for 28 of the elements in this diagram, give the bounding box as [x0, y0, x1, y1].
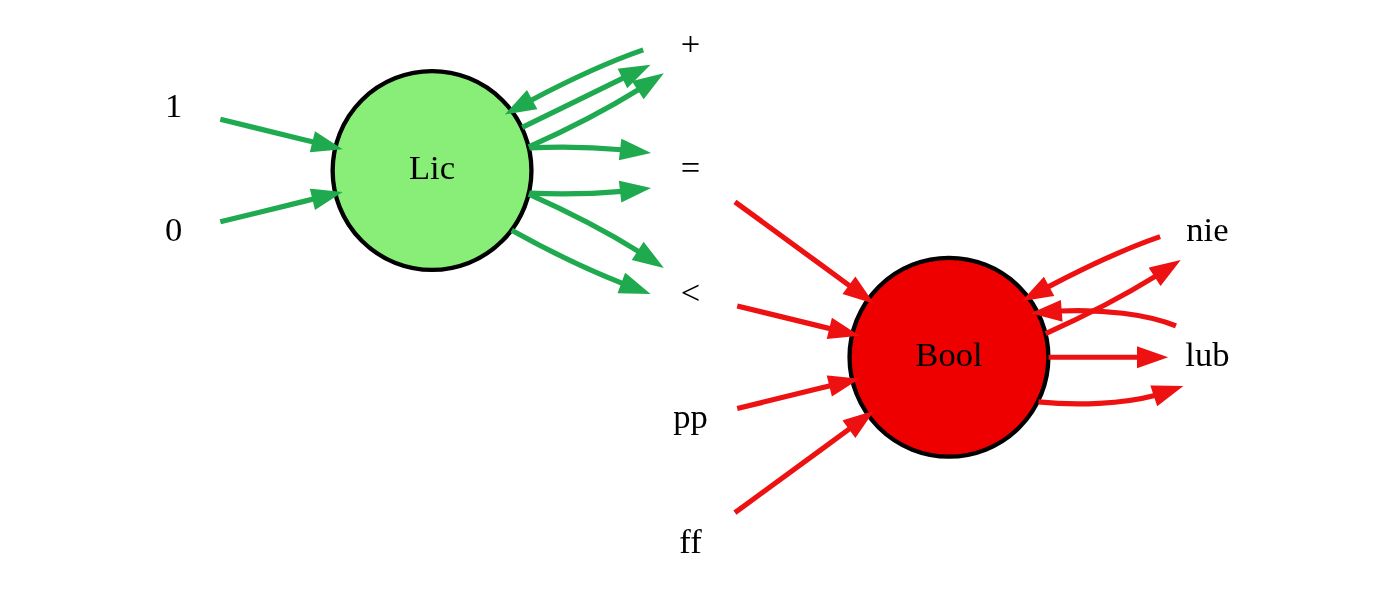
arrow: [1021, 234, 1161, 302]
node-text: nie: [1186, 210, 1229, 249]
arrow: [736, 375, 860, 411]
arrow: [504, 47, 645, 115]
node-text: pp: [673, 397, 708, 436]
arrow: [733, 199, 875, 304]
arrow: [529, 180, 652, 203]
arrow: [521, 64, 651, 130]
node-text: <: [680, 272, 701, 311]
arrow: [733, 410, 875, 515]
arrow: [510, 227, 651, 294]
arrow: [1048, 346, 1169, 369]
node-circle: Bool: [847, 255, 1051, 459]
node-text: lub: [1185, 334, 1230, 373]
node-text: 1: [164, 85, 183, 124]
arrow: [529, 138, 652, 161]
arrow: [736, 303, 860, 340]
node-text: 0: [164, 210, 183, 249]
node-text: +: [680, 23, 701, 62]
arrow: [219, 116, 343, 153]
arrow: [219, 188, 343, 225]
arrow: [1044, 259, 1181, 336]
node-circle: Lic: [330, 68, 534, 273]
node-text: ff: [679, 521, 702, 560]
arrow: [527, 191, 664, 268]
node-text: =: [680, 148, 701, 187]
arrow: [1038, 385, 1184, 407]
arrow: [1030, 299, 1177, 329]
